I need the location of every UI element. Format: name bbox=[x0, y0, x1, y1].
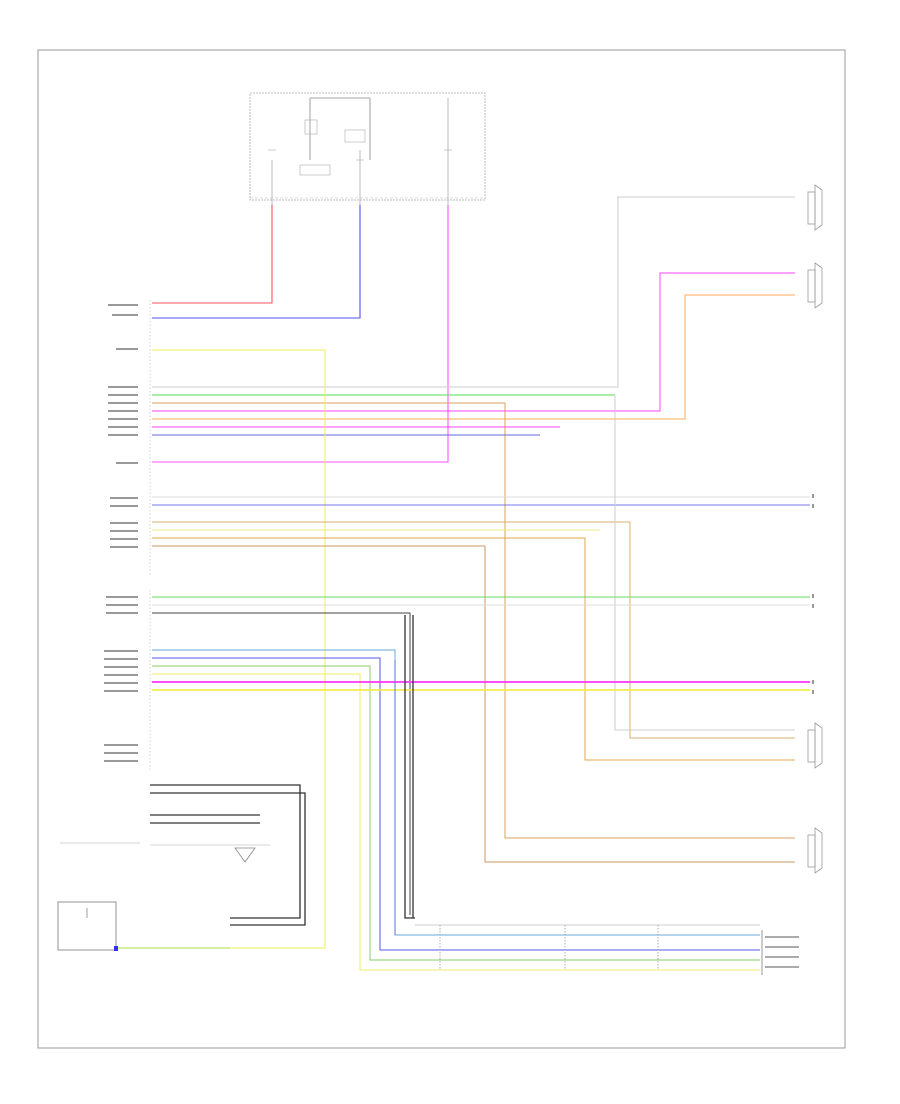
speaker-rf bbox=[807, 262, 823, 309]
speaker-wires-upper bbox=[152, 196, 795, 949]
radio-connector-pins bbox=[104, 300, 151, 770]
speaker-rr bbox=[807, 827, 823, 874]
power-wires bbox=[152, 205, 449, 463]
aux-input-jack bbox=[415, 924, 799, 975]
right-connector-ticks bbox=[812, 494, 814, 694]
diagram-border bbox=[37, 49, 846, 1049]
speaker-wires-middle bbox=[152, 395, 810, 863]
aux-wires bbox=[152, 596, 810, 971]
satellite-module bbox=[57, 901, 230, 951]
shielded-cables bbox=[150, 615, 415, 926]
power-distribution-box bbox=[249, 92, 486, 205]
speaker-lf bbox=[807, 184, 823, 231]
antenna-icon bbox=[60, 842, 270, 863]
speaker-lr bbox=[807, 722, 823, 769]
